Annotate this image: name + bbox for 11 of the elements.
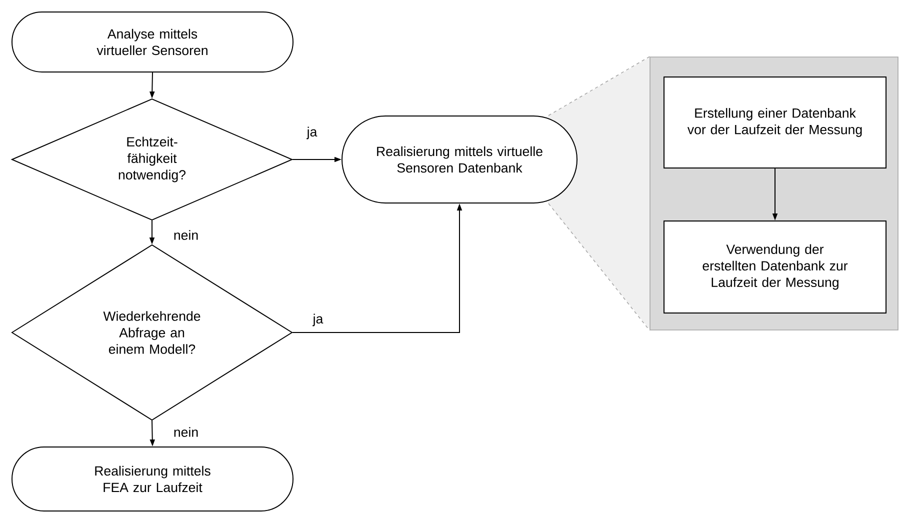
process-box: Erstellung einer Datenbank vor der Laufzeit der Messung xyxy=(664,76,887,168)
zoom-line xyxy=(548,56,650,116)
process-box: Verwendung der erstellten Datenbank zur Laufzeit der Messung xyxy=(664,220,887,314)
terminal-box: Realisierung mittels FEA zur Laufzeit xyxy=(12,446,294,512)
edge-label: ja xyxy=(306,126,318,140)
edge-label: nein xyxy=(174,427,198,437)
terminal-box: Analyse mittels virtueller Sensoren xyxy=(12,12,294,72)
terminal-box: Realisierung mittels virtuelle Sensoren Datenbank xyxy=(342,116,578,204)
zoom-line xyxy=(548,203,650,331)
edge-label: nein xyxy=(174,230,198,240)
edge-label: ja xyxy=(312,314,324,326)
